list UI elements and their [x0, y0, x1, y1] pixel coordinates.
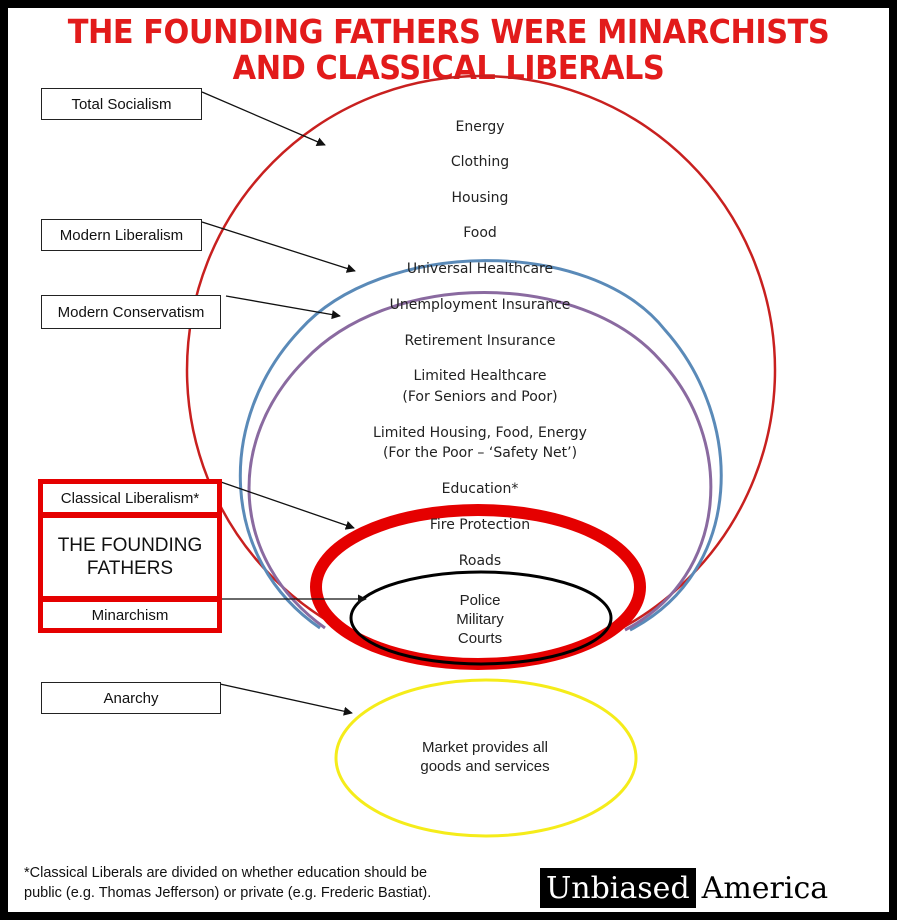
minarchism-ellipse [349, 570, 613, 666]
item-food: Food [463, 225, 497, 241]
footnote: *Classical Liberals are divided on wheth… [24, 863, 431, 903]
item-clothing: Clothing [450, 154, 510, 170]
founding-fathers-box: THE FOUNDING FATHERS [38, 513, 222, 601]
item-education: Education* [441, 481, 519, 497]
total-socialism-arrow [201, 91, 326, 146]
modern-liberalism-label: Modern Liberalism [41, 219, 202, 251]
founding-fathers-line-2: FATHERS [86, 558, 174, 579]
item-roads: Roads [458, 553, 502, 569]
item-universal-healthcare: Universal Healthcare [406, 261, 554, 277]
item-military: Military [456, 611, 504, 628]
total-socialism-label: Total Socialism [41, 88, 202, 120]
item-limited-housing: Limited Housing, Food, Energy [373, 425, 587, 441]
modern-conservatism-curve [247, 291, 713, 632]
classical-liberalism-arrow [217, 480, 355, 530]
brand-part-1: Unbiased [540, 868, 696, 908]
item-housing: Housing [451, 190, 509, 206]
item-unemployment-insurance: Unemployment Insurance [389, 297, 571, 313]
anarchy-ellipse [334, 678, 638, 838]
modern-liberalism-curve [238, 259, 723, 632]
anarchy-label: Anarchy [41, 682, 221, 714]
modern-liberalism-arrow [201, 221, 356, 273]
classical-liberalism-label: Classical Liberalism* [38, 479, 222, 517]
item-retirement-insurance: Retirement Insurance [404, 333, 556, 349]
founding-fathers-line-1: THE FOUNDING [57, 535, 203, 556]
item-limited-housing-note: (For the Poor – ‘Safety Net’) [382, 445, 578, 461]
brand-logo: Unbiased America [540, 868, 834, 908]
brand-part-2: America [701, 870, 829, 906]
page-frame [8, 8, 889, 912]
market-line-2: goods and services [420, 758, 550, 775]
item-limited-healthcare: Limited Healthcare [413, 368, 547, 384]
footnote-line-1: *Classical Liberals are divided on wheth… [24, 865, 428, 881]
market-line-1: Market provides all [422, 739, 548, 756]
page-title-line-1: THE FOUNDING FATHERS WERE MINARCHISTS [67, 12, 830, 51]
item-courts: Courts [457, 630, 503, 647]
item-police: Police [459, 592, 501, 609]
item-fire-protection: Fire Protection [429, 517, 531, 533]
page-title-line-2: AND CLASSICAL LIBERALS [232, 48, 665, 87]
item-energy: Energy [455, 119, 505, 135]
modern-conservatism-arrow [225, 295, 341, 320]
minarchism-label: Minarchism [38, 597, 222, 633]
modern-conservatism-label: Modern Conservatism [41, 295, 221, 329]
item-limited-healthcare-note: (For Seniors and Poor) [402, 389, 558, 405]
anarchy-arrow [219, 683, 353, 716]
footnote-line-2: public (e.g. Thomas Jefferson) or privat… [24, 885, 432, 901]
